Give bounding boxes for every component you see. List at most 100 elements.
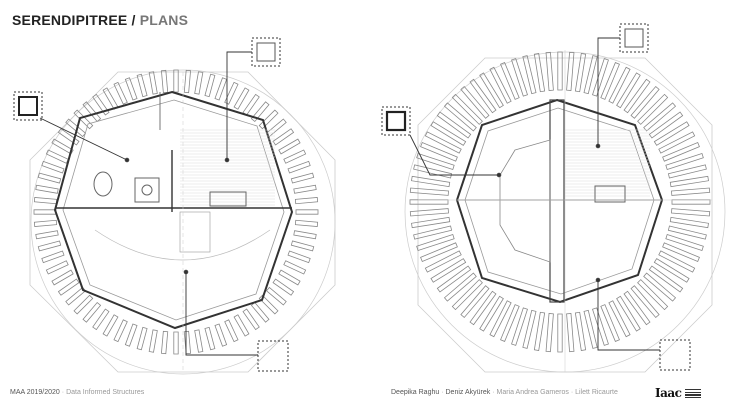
fin: [667, 164, 707, 179]
fin: [82, 301, 102, 323]
fin: [420, 242, 458, 262]
author-1: Deepika Raghu: [391, 389, 440, 396]
fin: [608, 66, 631, 104]
right-floor-hatch: [565, 129, 650, 197]
fin: [630, 285, 660, 319]
fin: [411, 175, 451, 188]
fin: [489, 66, 512, 104]
fin: [214, 77, 228, 101]
fin: [233, 87, 250, 110]
fin: [671, 199, 711, 205]
left-floor-hatch: [180, 129, 275, 206]
left-sink: [134, 177, 160, 203]
fin: [160, 330, 169, 355]
fin: [583, 55, 598, 95]
left-callouts: [39, 51, 258, 356]
fin: [233, 314, 250, 337]
logo-mark: Iaac: [655, 386, 682, 400]
fin: [623, 290, 651, 326]
footer-subject: Data Informed Structures: [66, 389, 145, 396]
fin: [41, 160, 65, 174]
left-fins: [33, 69, 319, 355]
fin: [592, 58, 609, 97]
fin: [409, 199, 449, 205]
fin: [658, 131, 696, 154]
fin: [265, 286, 287, 306]
fin: [557, 313, 563, 353]
fin: [283, 149, 307, 164]
fin: [533, 53, 546, 93]
fin: [250, 101, 270, 123]
fin: [290, 172, 315, 184]
fin: [522, 309, 537, 349]
fin: [214, 323, 228, 347]
fin: [51, 269, 74, 286]
fin: [148, 329, 158, 353]
fin: [73, 294, 94, 315]
fin: [33, 219, 58, 228]
fin: [35, 230, 59, 240]
left-floor-plan: [13, 37, 336, 375]
iaac-logo: Iaac: [655, 386, 717, 404]
fin: [278, 138, 301, 155]
fin: [136, 73, 148, 98]
author-4: Lilett Ricaurte: [575, 389, 618, 396]
fin: [194, 71, 204, 95]
fin: [566, 313, 575, 353]
fin: [294, 196, 319, 205]
right-fins: [409, 51, 711, 353]
fin: [436, 111, 472, 139]
fin: [293, 184, 317, 194]
fin: [409, 208, 449, 217]
fin: [630, 85, 660, 119]
fin: [160, 69, 169, 94]
right-callout-box-lower: [659, 339, 691, 371]
fin: [574, 53, 587, 93]
footer-authors: Deepika Raghu · Deniz Akyürek · Maria An…: [391, 389, 618, 396]
fin: [413, 225, 453, 240]
fin: [665, 234, 704, 251]
fin: [592, 307, 609, 346]
fin: [102, 314, 119, 337]
fin: [258, 109, 279, 130]
fin: [416, 234, 455, 251]
fin: [294, 219, 319, 228]
fin: [522, 55, 537, 95]
left-outer-octagon: [29, 71, 336, 373]
fin: [242, 308, 260, 331]
fin: [65, 118, 87, 138]
fin: [65, 286, 87, 306]
fin: [545, 51, 554, 91]
fin: [124, 323, 138, 347]
fin: [293, 230, 317, 240]
fin: [511, 307, 528, 346]
right-desk: [594, 185, 626, 203]
fin: [278, 269, 301, 286]
fin: [82, 101, 102, 123]
footer-course: MAA 2019/2020 · Data Informed Structures: [10, 389, 145, 396]
fin: [57, 278, 80, 296]
fin: [623, 78, 651, 114]
fin: [545, 313, 554, 353]
fin: [173, 331, 179, 355]
fin: [643, 272, 677, 302]
callout-box-upper: [251, 37, 281, 67]
fin: [669, 216, 709, 229]
right-callout-box-upper: [619, 23, 649, 53]
fin: [92, 93, 110, 116]
fin: [557, 51, 563, 91]
page-title: SERENDIPITREE / PLANS: [12, 12, 188, 28]
fin: [479, 295, 504, 332]
fin: [665, 153, 704, 170]
fin: [648, 265, 684, 293]
fin: [669, 175, 709, 188]
fin: [295, 209, 319, 215]
fin: [57, 128, 80, 146]
fin: [460, 85, 490, 119]
fin: [424, 250, 462, 273]
fin: [204, 73, 216, 98]
fin: [637, 93, 669, 125]
fin: [41, 250, 65, 264]
fin: [45, 260, 69, 275]
left-desk: [209, 191, 247, 207]
